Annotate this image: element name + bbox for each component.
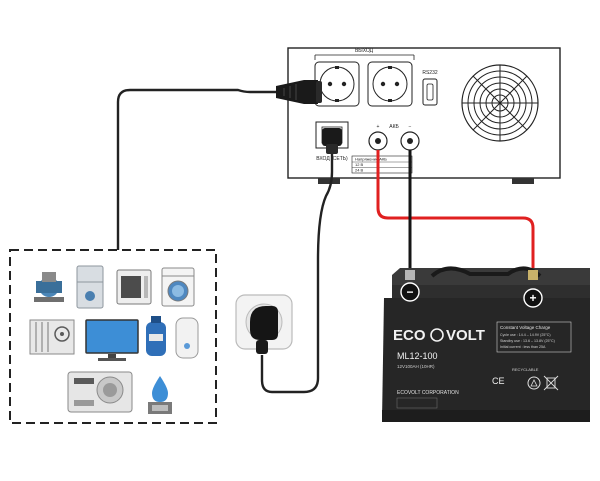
battery-body — [382, 298, 590, 420]
battery-terminals-label: АКБ — [389, 124, 399, 130]
charge-info-box: Constant Voltage Charge Cycle use : 14.4… — [496, 321, 572, 353]
recyclable-label: RECYCLABLE — [512, 367, 539, 372]
inverter-foot-right — [512, 178, 534, 184]
charge-title: Constant Voltage Charge — [500, 325, 551, 330]
no-trash-icon — [543, 375, 559, 391]
gas-boiler-icon — [146, 316, 166, 356]
terminal-minus-label: − — [409, 124, 412, 130]
rs232-port[interactable] — [422, 78, 438, 106]
input-plug-icon — [322, 128, 342, 154]
terminal-plus-label: + — [377, 124, 380, 130]
fridge-icon — [76, 265, 104, 309]
battery-minus-symbol: − — [406, 285, 413, 299]
battery-negative-terminal[interactable]: − — [400, 270, 420, 302]
washing-machine-icon — [161, 267, 195, 307]
inverter-outlet-right[interactable] — [367, 61, 413, 107]
battery-plus-symbol: + — [529, 291, 536, 305]
charge-row: Initial current : less than 25A — [500, 345, 546, 349]
positive-wire — [376, 150, 535, 272]
audio-system-icon — [67, 371, 133, 413]
battery-brand-right: VOLT — [446, 327, 485, 344]
spec-row: 12 В — [355, 162, 364, 167]
outlet-group-label: ВЫХОД — [355, 48, 374, 54]
outlet-group-bracket — [314, 54, 415, 60]
battery-handle — [430, 266, 542, 278]
rs232-label: RS232 — [422, 70, 438, 76]
battery-positive-terminal[interactable]: + — [523, 270, 543, 308]
appliances-group — [9, 249, 217, 424]
battery-lid — [392, 268, 590, 290]
spec-row: 24 В — [355, 168, 364, 173]
battery-model: ML12-100 — [397, 351, 438, 361]
inverter: ВЫХОД RS232 — [287, 47, 561, 184]
inverter-foot-left — [318, 178, 340, 184]
battery: − + ECO VOLT ML12-100 12V100AH (10HR) Co… — [382, 266, 590, 422]
microwave-icon — [116, 269, 152, 305]
water-filter-icon — [148, 376, 172, 414]
inverter-negative-terminal[interactable] — [400, 131, 420, 151]
spec-row: Напряжение АКБ — [355, 157, 387, 162]
battery-corp: ECOVOLT CORPORATION — [397, 390, 459, 396]
fan-grille-icon — [461, 64, 539, 142]
inverter-outlet-left[interactable] — [314, 61, 360, 107]
recycle-icon — [527, 376, 541, 390]
charge-row: Cycle use : 14.4 – 14.9V (25°C) — [500, 333, 551, 337]
battery-model-sub: 12V100AH (10HR) — [397, 364, 435, 369]
water-heater-icon — [175, 317, 199, 359]
charge-row: Standby use : 13.6 – 13.8V (25°C) — [500, 339, 555, 343]
battery-logo-icon — [430, 328, 444, 342]
tv-icon — [85, 319, 139, 361]
radiator-icon — [29, 319, 75, 355]
inverter-spec-table: Напряжение АКБ 12 В 24 В — [351, 155, 413, 174]
output-plug-icon — [276, 80, 322, 104]
inverter-positive-terminal[interactable] — [368, 131, 388, 151]
pump-icon — [34, 272, 64, 302]
ce-mark: CE — [492, 376, 505, 386]
output-cable — [116, 88, 302, 250]
battery-brand-left: ECO — [393, 327, 426, 344]
input-cable — [260, 150, 334, 394]
wall-socket-icon — [235, 294, 293, 354]
